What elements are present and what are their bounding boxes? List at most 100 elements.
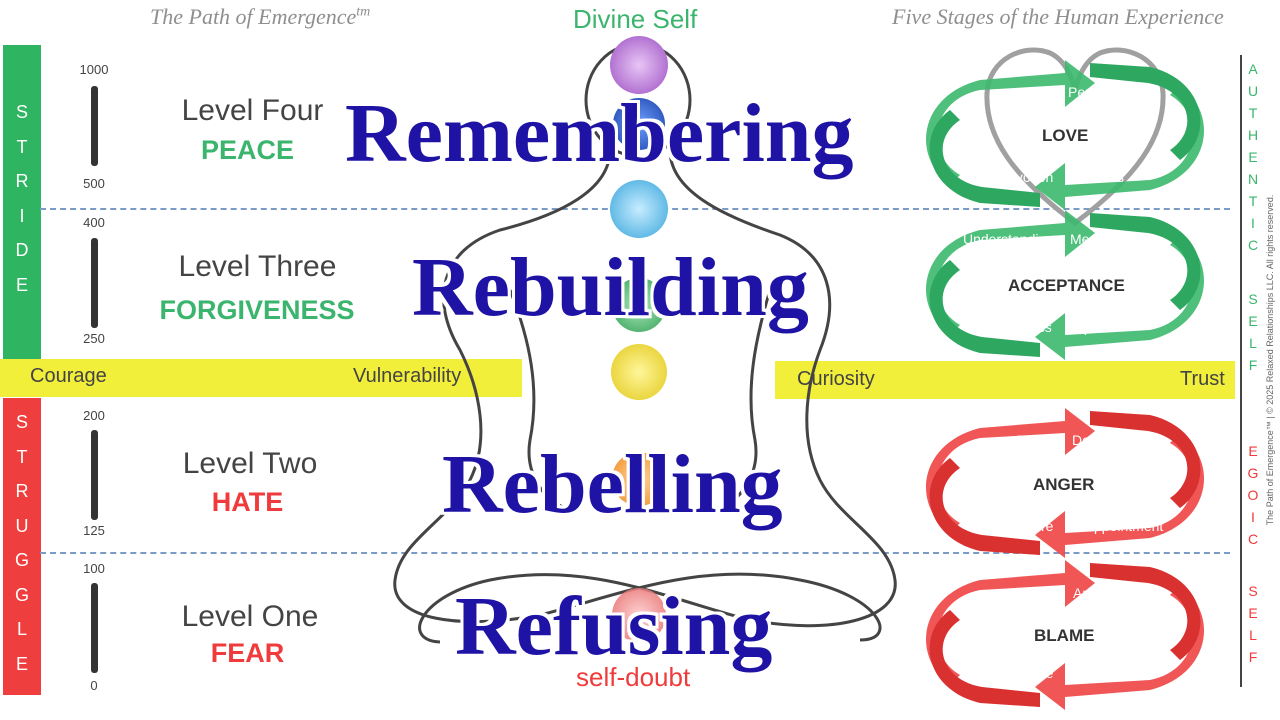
- acceptance-center: ACCEPTANCE: [1008, 276, 1125, 295]
- copyright-text: The Path of Emergence™ | © 2025 Relaxed …: [1265, 194, 1275, 526]
- love-center: LOVE: [1042, 126, 1089, 145]
- authentic-letter: I: [1251, 215, 1255, 231]
- stage-refusing: Refusing: [455, 580, 773, 673]
- scale-bar-one: [91, 583, 98, 673]
- love-joy: Joy: [1038, 84, 1060, 100]
- love-oneness: Oneness: [1068, 169, 1125, 185]
- scale-250: 250: [83, 331, 105, 346]
- stage-rebelling: Rebelling: [442, 438, 783, 531]
- stride-letter: T: [16, 136, 28, 157]
- struggle-letter: R: [15, 481, 29, 501]
- stride-bar: [3, 45, 41, 362]
- self-bottom-letter: E: [1248, 605, 1258, 621]
- blame-regret: Regret: [1011, 585, 1054, 601]
- scale-100: 100: [83, 561, 105, 576]
- solar-plexus-chakra-icon: [611, 344, 667, 400]
- acceptance-understanding: Understanding: [963, 231, 1055, 247]
- blame-shame: Shame: [1009, 665, 1054, 681]
- authentic-letter: A: [1248, 61, 1258, 77]
- stage-rebuilding: Rebuilding: [412, 241, 809, 334]
- stage-remembering: Remembering: [345, 87, 854, 180]
- left-header-title: The Path of Emergence: [150, 4, 357, 29]
- self-bottom-letter: F: [1248, 649, 1258, 665]
- stride-letter: E: [15, 274, 28, 295]
- meditation-figure: [393, 42, 897, 644]
- level-one-emotion: FEAR: [210, 638, 285, 668]
- crown-chakra-icon: [610, 36, 668, 94]
- right-header: Five Stages of the Human Experience: [892, 4, 1224, 29]
- self-top-letter: L: [1249, 335, 1257, 351]
- self-top-letter: E: [1248, 313, 1258, 329]
- level-four-emotion: PEACE: [200, 135, 295, 165]
- struggle-letter: U: [15, 515, 29, 536]
- egoic-letter: G: [1247, 465, 1259, 481]
- trademark: tm: [356, 4, 371, 20]
- separator-bottom: [40, 552, 1230, 554]
- self-bottom-letter: S: [1248, 583, 1258, 599]
- sacral-chakra-icon: [612, 452, 666, 506]
- yellow-band-left: [0, 359, 522, 397]
- acceptance-meaningful: Meaningful: [1070, 231, 1139, 247]
- struggle-letter: L: [16, 619, 27, 639]
- divine-self-label: Divine Self: [573, 4, 698, 34]
- anger-disappointment: Disappointment: [1066, 518, 1164, 534]
- level-one-title: Level One: [181, 600, 319, 633]
- blame-depression: Depression: [1069, 665, 1140, 681]
- cycle-acceptance-icon: [926, 210, 1204, 360]
- level-three-emotion: FORGIVENESS: [159, 295, 355, 325]
- acceptance-hopeful: Hopeful: [1066, 319, 1115, 335]
- scale-bar-two: [91, 430, 98, 520]
- cycle-blame-icon: [926, 560, 1204, 710]
- anger-desire: Desire: [1013, 518, 1054, 534]
- throat-chakra-icon: [610, 180, 668, 238]
- struggle-letter: T: [16, 446, 28, 467]
- scale-500: 500: [83, 176, 105, 191]
- authentic-letter: E: [1248, 149, 1258, 165]
- yellow-band-right: [775, 361, 1235, 399]
- level-four-title: Level Four: [181, 94, 324, 127]
- stride-letter: R: [15, 171, 29, 191]
- band-trust: Trust: [1180, 368, 1225, 390]
- struggle-bar: [3, 398, 41, 695]
- stride-letter: D: [15, 240, 29, 260]
- scale-1000: 1000: [79, 62, 109, 77]
- blame-anxiety: Anxiety: [1073, 585, 1119, 601]
- level-three-title: Level Three: [178, 250, 337, 283]
- egoic-letter: I: [1251, 509, 1255, 525]
- band-curiosity: Curiosity: [797, 368, 875, 390]
- stride-letter: S: [15, 102, 28, 122]
- anger-drama: Drama: [1017, 432, 1060, 448]
- authentic-letter: N: [1247, 171, 1259, 187]
- anger-center: ANGER: [1033, 475, 1095, 494]
- scale-bar-four: [91, 86, 98, 166]
- love-devotion: Devotion: [998, 169, 1054, 185]
- right-divider-line: [1240, 55, 1242, 687]
- authentic-letter: H: [1247, 127, 1259, 143]
- struggle-letter: S: [15, 412, 28, 432]
- blame-center: BLAME: [1034, 626, 1095, 645]
- authentic-letter: U: [1247, 83, 1259, 99]
- struggle-letter: E: [15, 653, 28, 674]
- stride-letter: I: [19, 205, 25, 226]
- egoic-letter: E: [1248, 443, 1258, 459]
- self-bottom-letter: L: [1249, 627, 1257, 643]
- self-doubt-label: self-doubt: [576, 662, 691, 692]
- cycle-love-icon: [926, 60, 1204, 210]
- level-two-emotion: HATE: [211, 487, 284, 517]
- scale-0: 0: [90, 678, 98, 693]
- struggle-letter: G: [14, 584, 29, 605]
- heart-chakra-icon: [612, 278, 666, 332]
- root-chakra-icon: [612, 588, 666, 642]
- scale-400: 400: [83, 215, 105, 230]
- authentic-letter: C: [1247, 237, 1259, 253]
- third-eye-chakra-icon: [613, 98, 665, 150]
- struggle-letter: G: [14, 550, 29, 570]
- self-top-letter: F: [1248, 357, 1258, 373]
- left-header: The Path of Emergencetm: [150, 4, 370, 30]
- cycle-anger-icon: [926, 408, 1204, 558]
